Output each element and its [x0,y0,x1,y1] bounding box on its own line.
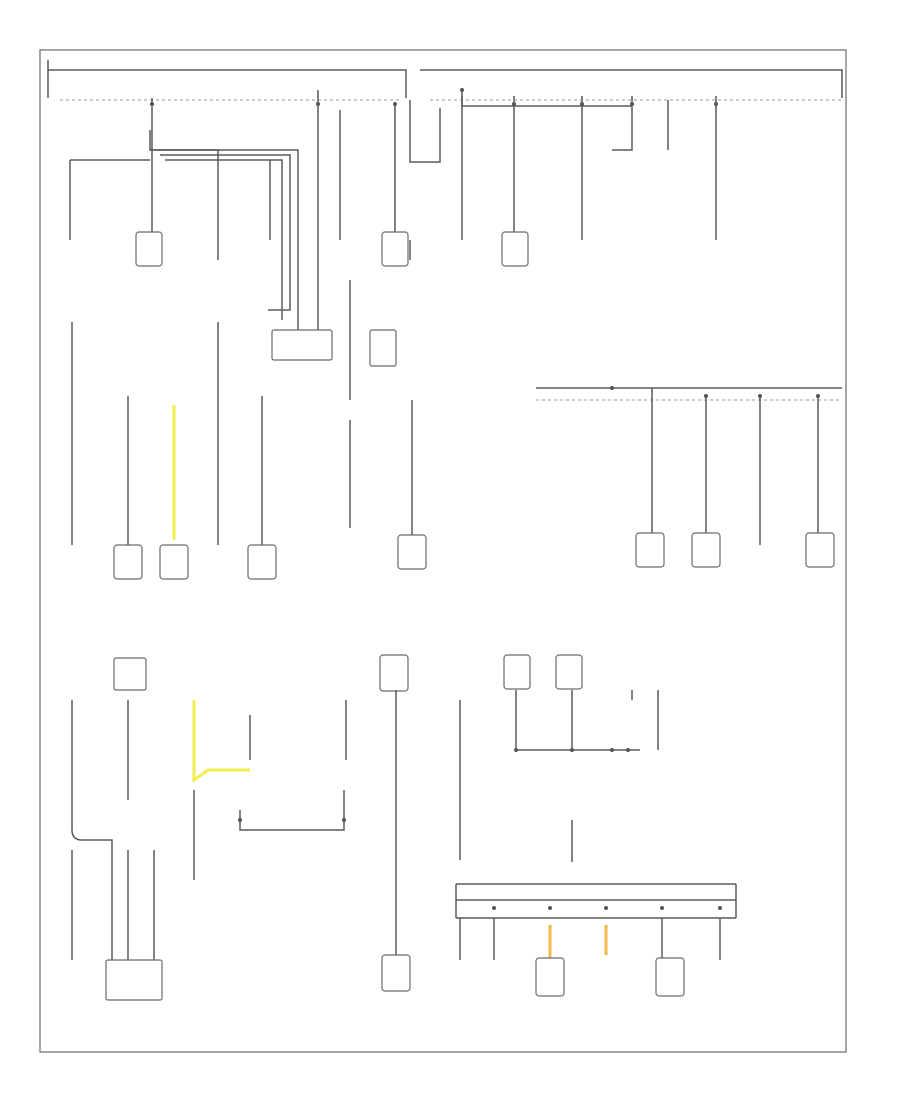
middle-left-wires [71,280,427,580]
diagram-frame [39,49,847,1053]
harness-top-left [47,60,407,340]
lower-left-wires [71,657,346,1001]
harness-top-right [409,69,843,260]
harness-bottom-right [455,883,737,997]
lower-center-wires [345,654,659,992]
harness-right-middle [536,386,842,568]
top-row-components [135,231,529,367]
